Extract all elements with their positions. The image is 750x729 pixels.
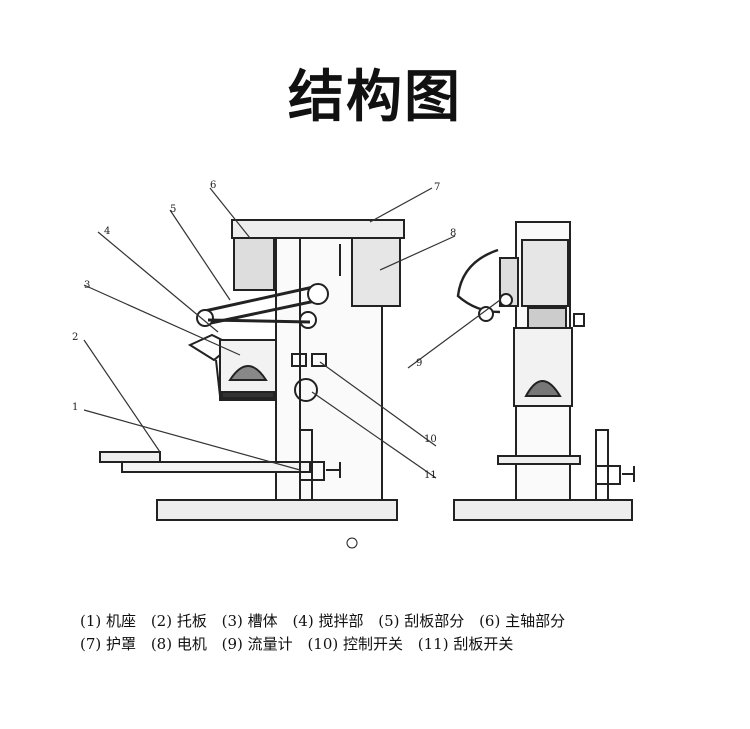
legend-row-2: (7) 护罩 (8) 电机 (9) 流量计 (10) 控制开关 (11) 刮板开… <box>80 633 575 656</box>
left-pulley <box>196 309 214 327</box>
callout-6: 6 <box>210 180 216 191</box>
legend-item: (4) 搅拌部 <box>292 612 364 630</box>
legend-item: (9) 流量计 <box>221 635 293 653</box>
spindle-housing <box>233 237 275 291</box>
callout-5: 5 <box>170 204 176 215</box>
flowmeter-arm <box>456 248 501 314</box>
side-tray <box>497 455 581 465</box>
legend-item: (8) 电机 <box>150 635 207 653</box>
legend-item: (11) 刮板开关 <box>417 635 514 653</box>
marker-circle <box>346 537 358 549</box>
callout-11: 11 <box>424 470 437 481</box>
front-view <box>99 219 405 521</box>
legend-item: (1) 机座 <box>80 612 137 630</box>
leader-lines <box>83 187 501 479</box>
legend-item: (7) 护罩 <box>80 635 137 653</box>
callout-3: 3 <box>84 280 90 291</box>
right-pulley <box>307 283 329 305</box>
scraper-switch <box>294 378 318 402</box>
callout-7: 7 <box>434 182 440 193</box>
motor <box>351 237 401 307</box>
control-switch-a <box>291 353 307 367</box>
protective-hood <box>231 219 405 239</box>
legend-item: (10) 控制开关 <box>307 635 403 653</box>
callout-4: 4 <box>104 226 110 237</box>
side-motor <box>521 239 569 307</box>
diagram-title: 结构图 <box>288 65 462 130</box>
callout-2: 2 <box>72 332 78 343</box>
side-view <box>453 221 635 521</box>
callout-8: 8 <box>450 228 456 239</box>
control-switch-b <box>311 353 327 367</box>
legend-item: (5) 刮板部分 <box>378 612 465 630</box>
callout-1: 1 <box>72 402 78 413</box>
legend-item: (2) 托板 <box>150 612 207 630</box>
legend-row-1: (1) 机座 (2) 托板 (3) 槽体 (4) 搅拌部 (5) 刮板部分 (6… <box>80 610 575 633</box>
agitator-blade <box>228 365 268 381</box>
side-base <box>453 499 633 521</box>
machine-base <box>156 499 398 521</box>
support-tray <box>99 451 161 463</box>
legend-item: (3) 槽体 <box>221 612 278 630</box>
callout-9: 9 <box>416 358 422 369</box>
callout-10: 10 <box>424 434 437 445</box>
parts-legend: (1) 机座 (2) 托板 (3) 槽体 (4) 搅拌部 (5) 刮板部分 (6… <box>80 610 575 656</box>
legend-item: (6) 主轴部分 <box>479 612 566 630</box>
